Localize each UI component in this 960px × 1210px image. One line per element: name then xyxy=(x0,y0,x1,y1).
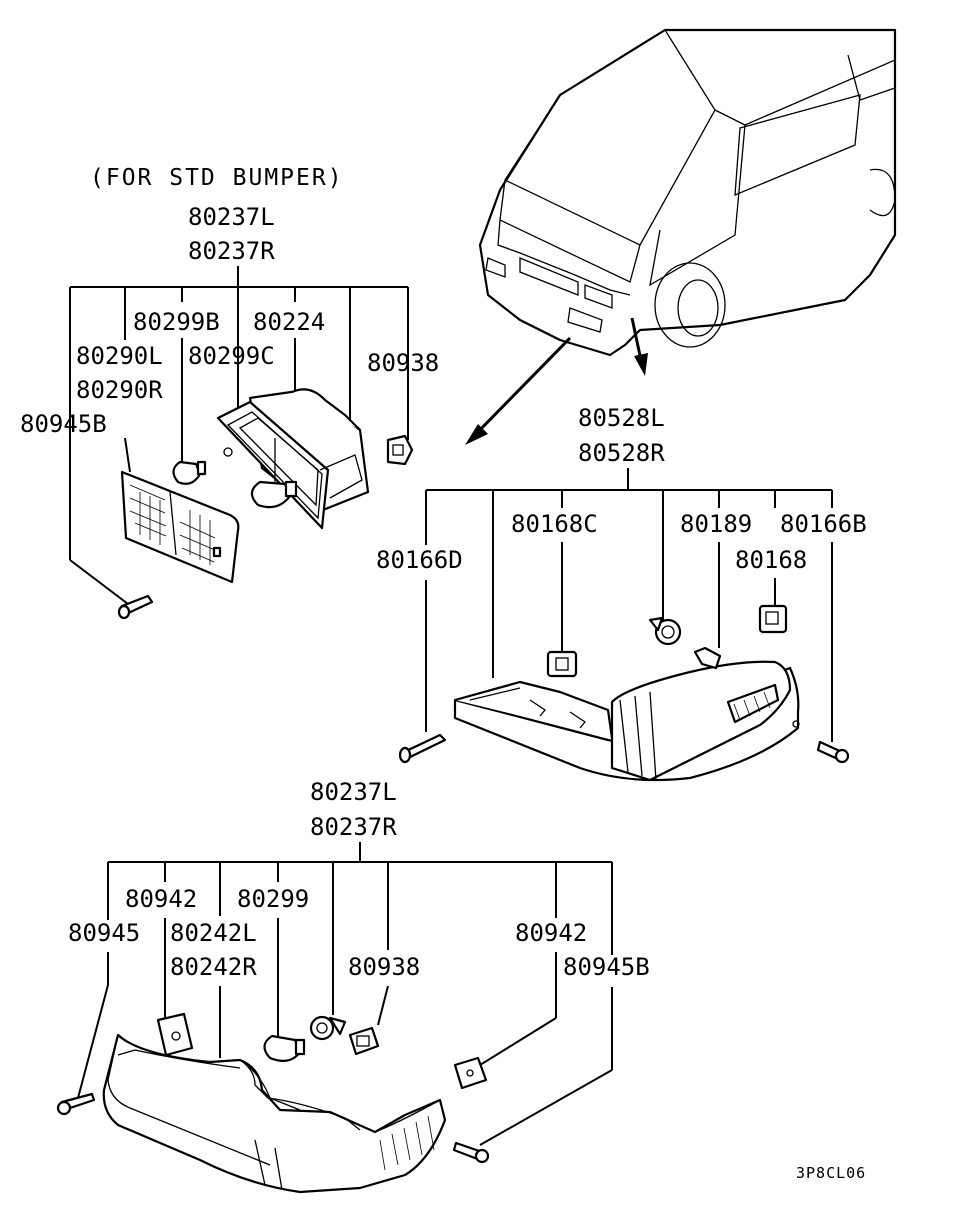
screw-80166D xyxy=(398,733,447,764)
screw-80945B-top xyxy=(117,594,154,620)
clip-80168 xyxy=(758,604,788,634)
screw-80945 xyxy=(56,1092,96,1116)
part-label-80166B: 80166B xyxy=(780,510,867,538)
part-label-80168: 80168 xyxy=(735,546,807,574)
group2-leader-lines xyxy=(425,468,833,742)
part-label-80945B-top: 80945B xyxy=(20,410,107,438)
part-label-80168C: 80168C xyxy=(511,510,598,538)
group3-header-left: 80237L xyxy=(310,778,397,806)
leader-arrows xyxy=(465,317,648,445)
group3-leader-lines xyxy=(77,842,613,1146)
part-label-80299: 80299 xyxy=(237,885,309,913)
part-label-80224: 80224 xyxy=(253,308,325,336)
part-label-80945B-bottom: 80945B xyxy=(563,953,650,981)
group3-header-right: 80237R xyxy=(310,813,397,841)
screw-80945B-bottom xyxy=(452,1141,490,1164)
part-label-80242R: 80242R xyxy=(170,953,257,981)
figure-code: 3P8CL06 xyxy=(796,1164,866,1182)
part-label-80299B: 80299B xyxy=(133,308,220,336)
clip-80168C xyxy=(546,650,578,678)
part-label-80242L: 80242L xyxy=(170,919,257,947)
lamp-housing xyxy=(216,388,370,530)
part-label-80942-left: 80942 xyxy=(125,885,197,913)
group1-header-right: 80237R xyxy=(188,237,275,265)
socket-80942-mid xyxy=(309,1015,347,1041)
part-label-80290L: 80290L xyxy=(76,342,163,370)
part-label-80299C: 80299C xyxy=(188,342,275,370)
group1-header-left: 80237L xyxy=(188,203,275,231)
part-label-80938-bottom: 80938 xyxy=(348,953,420,981)
diagram-title: (FOR STD BUMPER) xyxy=(90,165,344,191)
group2-header-left: 80528L xyxy=(578,404,665,432)
nut-80942-left xyxy=(156,1012,194,1057)
part-label-80189: 80189 xyxy=(680,510,752,538)
part-label-80942-right: 80942 xyxy=(515,919,587,947)
nut-80942-right xyxy=(453,1056,488,1090)
part-label-80945: 80945 xyxy=(68,919,140,947)
part-label-80166D: 80166D xyxy=(376,546,463,574)
bulb-80299 xyxy=(263,1034,306,1063)
van-illustration xyxy=(478,28,897,357)
bulb-80299C xyxy=(250,480,298,509)
bulb-80189 xyxy=(693,646,722,670)
group2-header-right: 80528R xyxy=(578,439,665,467)
socket-80189 xyxy=(648,616,682,646)
part-label-80938-top: 80938 xyxy=(367,349,439,377)
screw-80166B xyxy=(816,740,850,764)
lens-80290 xyxy=(120,470,240,584)
part-label-80290R: 80290R xyxy=(76,376,163,404)
socket-80938-top xyxy=(386,434,414,466)
socket-80938-bottom xyxy=(348,1026,380,1056)
corner-lamp-assembly xyxy=(453,660,800,782)
bulb-80299B xyxy=(172,460,207,485)
bumper-lamp-assembly xyxy=(102,1033,447,1194)
